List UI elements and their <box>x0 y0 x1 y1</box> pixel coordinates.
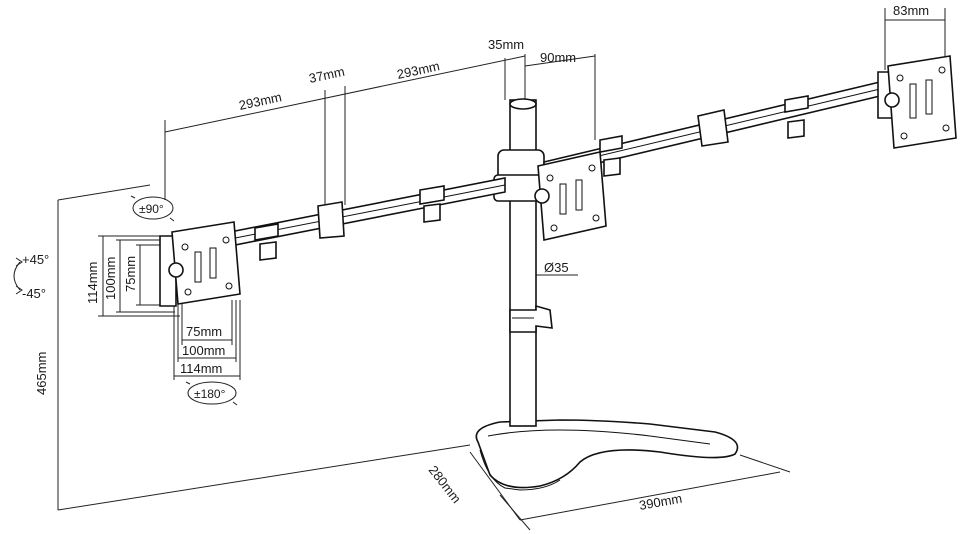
label-vesa-114-v: 114mm <box>85 262 100 304</box>
label-plate-offset: 90mm <box>540 50 576 65</box>
center-vesa-plate <box>534 151 607 241</box>
label-swivel: ±90° <box>139 202 164 216</box>
label-pole-top: 35mm <box>488 37 524 52</box>
label-vesa-75-h: 75mm <box>186 324 222 339</box>
label-vesa-114-h: 114mm <box>180 361 222 376</box>
label-rotate: ±180° <box>194 387 226 401</box>
label-clamp-width: 37mm <box>308 64 346 86</box>
label-base-width: 390mm <box>638 491 683 513</box>
label-arm-left: 293mm <box>238 89 284 113</box>
right-vesa-plate <box>877 55 957 149</box>
label-pole-diameter: Ø35 <box>544 260 569 275</box>
label-vesa-100-v: 100mm <box>103 257 118 300</box>
label-base-depth: 280mm <box>426 463 465 506</box>
label-height-total: 465mm <box>34 352 49 395</box>
stand-base <box>475 419 739 491</box>
swivel-badge <box>130 195 175 222</box>
rotate-badge <box>185 381 238 406</box>
tilt-arrow-icon <box>13 257 23 295</box>
left-arm <box>229 177 506 261</box>
label-vesa-75-v: 75mm <box>123 256 138 292</box>
left-vesa-plate <box>159 221 241 307</box>
label-vesa-100-h: 100mm <box>182 343 225 358</box>
label-plate-right: 83mm <box>893 3 929 18</box>
label-tilt-up: +45° <box>22 252 49 267</box>
label-tilt-down: -45° <box>22 286 46 301</box>
stand-pole <box>493 98 553 427</box>
